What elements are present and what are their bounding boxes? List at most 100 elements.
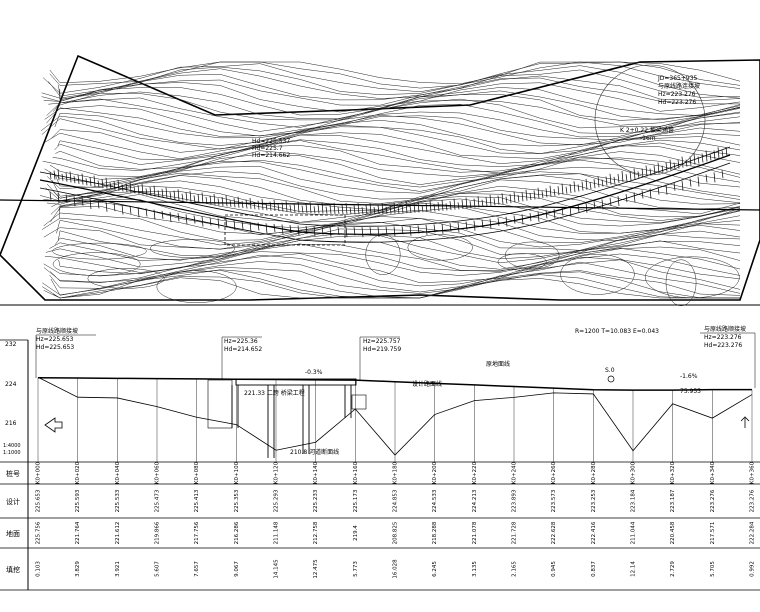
profile-label-bridge-right: Hz=225.757 Hd=219.759	[359, 336, 401, 380]
svg-text:-16m: -16m	[640, 135, 656, 142]
table-cell: 0.837	[591, 561, 597, 577]
table-cell: 217.756	[194, 521, 200, 544]
table-cell: 220.458	[670, 521, 676, 544]
svg-text:Hz=223.276: Hz=223.276	[704, 334, 742, 341]
svg-text:与原线路顺接坡: 与原线路顺接坡	[36, 327, 78, 335]
table-cell: 5.773	[353, 561, 359, 577]
table-cell: 217.571	[710, 522, 716, 545]
table-cell: 0.945	[551, 561, 557, 577]
bridge-plan	[224, 214, 346, 246]
table-cell: 223.573	[551, 489, 557, 512]
table-cell: 9.067	[234, 561, 240, 577]
table-cell: 2.165	[512, 561, 518, 577]
table-cell: 225.593	[75, 489, 81, 512]
table-cell: 216.286	[234, 521, 240, 544]
svg-text:Hd=225.653: Hd=225.653	[36, 344, 74, 351]
vertical-curve-marker	[607, 375, 615, 383]
table-cell: K0+300	[631, 461, 637, 484]
table-cell: 12.14	[631, 561, 637, 577]
table-cell: 225.473	[155, 489, 161, 512]
left-direction-arrow-icon	[44, 417, 63, 433]
table-cell: 3.829	[75, 561, 81, 577]
svg-text:Hd=219.759: Hd=219.759	[363, 346, 401, 353]
profile-label-bridge-left: Hz=225.36 Hd=214.652	[221, 336, 262, 380]
table-cell: K0+000	[36, 461, 42, 484]
plan-callout-3: K 2+0.22 板梁涵管 -16m	[620, 126, 674, 142]
station-verticals	[37, 377, 753, 462]
table-cell: K0+360	[750, 461, 756, 484]
right-direction-arrow-icon	[740, 416, 750, 428]
table-cell: K0+100	[234, 461, 240, 484]
table-cell: 222.284	[750, 521, 756, 544]
table-row-label: 设计	[6, 497, 20, 506]
site-boundary	[0, 54, 760, 301]
svg-text:224: 224	[5, 381, 17, 388]
road-edge-bottom	[39, 162, 731, 243]
table-cell: 221.728	[512, 521, 518, 544]
table-cell: 16.028	[393, 559, 399, 579]
table-cell: 223.253	[591, 489, 597, 512]
table-cell: 221.078	[472, 521, 478, 544]
river-note: 210.8 河道断面线	[290, 448, 339, 456]
table-cell: 223.187	[670, 489, 676, 512]
svg-text:Hz=225.36: Hz=225.36	[224, 338, 258, 345]
table-cell: K0+020	[75, 461, 81, 484]
road-edge-top	[39, 146, 731, 227]
svg-text:Hz=225.757: Hz=225.757	[363, 338, 401, 345]
profile-view: 232 224 216 1:4000 1:1000 与原线路顺接坡 Hz=225…	[0, 325, 760, 591]
table-cell: 224.533	[432, 489, 438, 512]
table-cell: 211.148	[274, 521, 280, 544]
table-cell: 212.758	[313, 521, 319, 544]
table-cell: 6.245	[432, 561, 438, 577]
svg-text:JD=365+935: JD=365+935	[657, 75, 698, 82]
table-cell: 225.653	[36, 489, 42, 512]
ground-line-note: 原地面线	[486, 360, 510, 368]
table-cell: 222.416	[591, 521, 597, 544]
table-cell: 222.628	[551, 521, 557, 544]
table-cell: 221.612	[115, 522, 121, 545]
table-cell: 0.103	[36, 561, 42, 577]
plan-callout-1: JD=365+935 与原线路连接坡 Hz=223.276 Hd=223.276	[657, 75, 700, 106]
table-cell: K0+140	[313, 461, 319, 484]
svg-text:Hd=214.652: Hd=214.652	[224, 346, 262, 353]
table-cell: 223.184	[631, 489, 637, 512]
profile-label-right: 与原线路顺接坡 Hz=223.276 Hd=223.276	[700, 325, 756, 388]
svg-text:与原线路连接坡: 与原线路连接坡	[658, 82, 700, 90]
table-cell: K0+340	[710, 461, 716, 484]
hill-circle	[594, 64, 706, 176]
svg-text:216: 216	[5, 420, 17, 427]
table-cell: K0+200	[432, 461, 438, 484]
svg-text:1:1000: 1:1000	[3, 450, 21, 456]
vertical-scale: 232 224 216 1:4000 1:1000	[3, 341, 21, 456]
table-cell: 225.756	[36, 521, 42, 544]
grade-note-4: 75.955	[680, 388, 701, 395]
table-cell: 218.288	[432, 521, 438, 544]
table-row-label: 填挖	[6, 565, 20, 574]
bridge-structure	[207, 378, 367, 458]
table-cell: 225.293	[274, 489, 280, 512]
table-cell: K0+080	[194, 461, 200, 484]
table-cell: 5.607	[155, 561, 161, 577]
contour-lines	[40, 61, 741, 306]
table-cell: K0+180	[393, 461, 399, 484]
table-cell: 223.276	[710, 489, 716, 512]
table-cell: 0.992	[750, 561, 756, 577]
table-cell: 211.044	[631, 521, 637, 544]
curve-note: R=1200 T=10.083 E=0.043	[575, 328, 659, 335]
table-cell: 223.276	[750, 489, 756, 512]
table-cell: 224.853	[393, 489, 399, 512]
table-cell: 219.866	[155, 521, 161, 544]
table-cell: 221.764	[75, 521, 81, 544]
table-cell: 225.353	[234, 489, 240, 512]
table-cell: 225.413	[194, 489, 200, 512]
svg-text:Hd=225.7: Hd=225.7	[252, 145, 283, 152]
table-cell: 223.893	[512, 489, 518, 512]
table-cell: K0+260	[551, 461, 557, 484]
table-cell: K0+120	[274, 461, 280, 484]
table-cell: 3.135	[472, 561, 478, 577]
table-cell: K0+240	[512, 461, 518, 484]
table-cell: 225.233	[313, 489, 319, 512]
grade-note-3: S.0	[605, 367, 615, 374]
